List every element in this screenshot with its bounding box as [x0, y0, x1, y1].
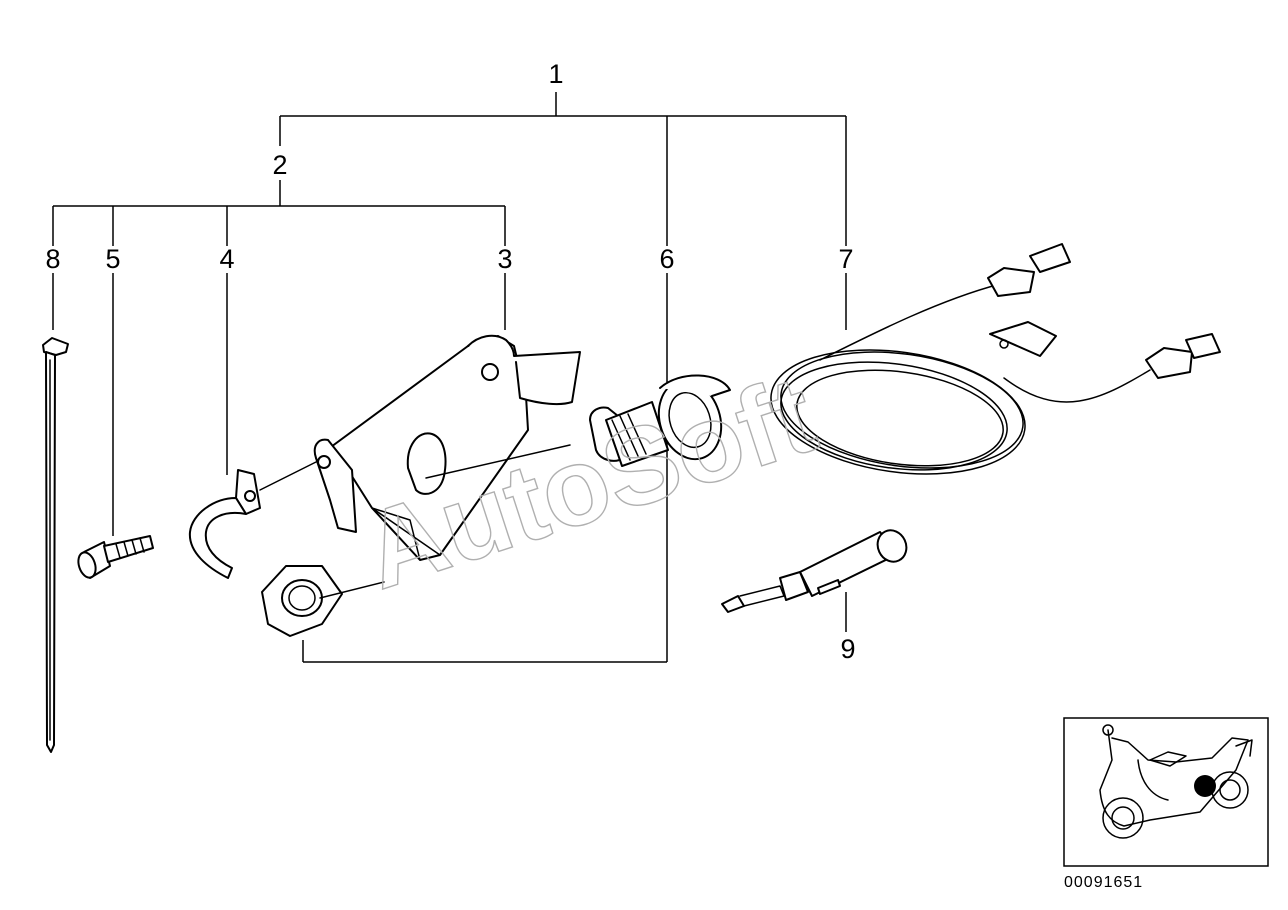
- callout-labels: 1 2 3 4 5 6 7 8 9: [45, 59, 855, 664]
- reference-number: 00091651: [1064, 874, 1143, 891]
- callout-9: 9: [840, 634, 855, 664]
- callout-1: 1: [548, 59, 563, 89]
- socket: [589, 374, 731, 467]
- cable-harness: [770, 243, 1221, 475]
- plug-adapter: [721, 529, 908, 613]
- locator-inset: [1063, 717, 1269, 867]
- motorcycle-icon: [1099, 724, 1253, 839]
- bolt: [77, 535, 154, 579]
- callout-2: 2: [272, 150, 287, 180]
- leader-lines: [52, 92, 847, 663]
- location-marker: [1194, 775, 1216, 797]
- callout-6: 6: [659, 244, 674, 274]
- callout-3: 3: [497, 244, 512, 274]
- cable-tie: [42, 337, 69, 753]
- mounting-bracket: [259, 334, 581, 561]
- hex-nut: [261, 565, 385, 637]
- clamp: [188, 469, 261, 579]
- callout-5: 5: [105, 244, 120, 274]
- callout-8: 8: [45, 244, 60, 274]
- callout-7: 7: [838, 244, 853, 274]
- callout-4: 4: [219, 244, 234, 274]
